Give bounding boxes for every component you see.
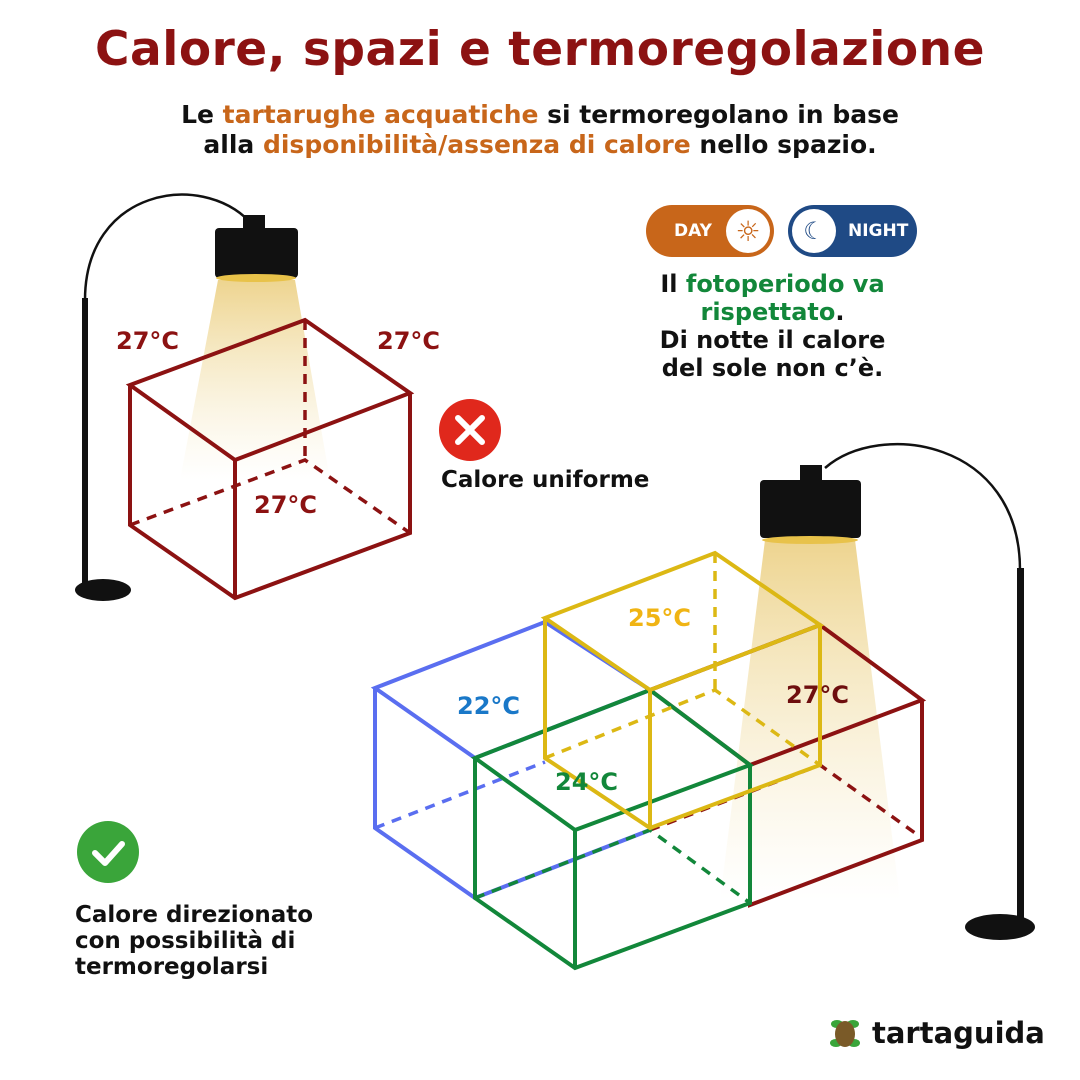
brand-name: tartaguida xyxy=(872,1016,1045,1050)
warm-zone-tank xyxy=(540,550,825,831)
note-highlight: fotoperiodo va rispettato xyxy=(685,270,885,326)
subtitle-text: si termoregolano in base xyxy=(538,100,899,129)
note-text: Di notte il calore del sole non c’è. xyxy=(659,326,886,382)
night-label: NIGHT xyxy=(848,221,909,241)
brand-logo: tartaguida xyxy=(828,1015,1045,1051)
directed-caption: Calore direzionato con possibilità di te… xyxy=(75,902,314,980)
temp-label: 24°C xyxy=(555,768,618,796)
temp-label: 22°C xyxy=(457,692,520,720)
turtle-icon xyxy=(830,1020,860,1047)
moon-icon: ☾ xyxy=(792,209,836,253)
lamp-right xyxy=(720,442,1035,940)
sun-icon: ☼ xyxy=(726,209,770,253)
subtitle-text: nello spazio. xyxy=(690,130,877,159)
check-circle-icon xyxy=(77,821,139,883)
photoperiod-note: Il fotoperiodo va rispettato. Di notte i… xyxy=(645,270,900,382)
subtitle-text: alla xyxy=(203,130,263,159)
temp-label: 27°C xyxy=(786,681,849,709)
note-text: . xyxy=(835,298,845,326)
page-title: Calore, spazi e termoregolazione xyxy=(95,22,985,77)
subtitle-highlight: disponibilità/assenza di calore xyxy=(262,130,691,159)
night-toggle[interactable]: ☾ NIGHT xyxy=(788,205,917,257)
subtitle-text: Le xyxy=(181,100,223,129)
lamp-left xyxy=(75,193,330,601)
temp-label: 25°C xyxy=(628,604,691,632)
day-toggle[interactable]: DAY ☼ xyxy=(646,205,774,257)
uniform-tank xyxy=(125,317,415,601)
x-circle-icon xyxy=(439,399,501,461)
uniform-caption: Calore uniforme xyxy=(441,467,650,493)
note-text: Il xyxy=(660,270,686,298)
day-label: DAY xyxy=(674,221,712,241)
subtitle-highlight: tartarughe acquatiche xyxy=(222,100,539,129)
temp-label: 27°C xyxy=(116,327,179,355)
subtitle: Le tartarughe acquatiche si termoregolan… xyxy=(0,100,1080,160)
temp-label: 27°C xyxy=(254,491,317,519)
temp-label: 27°C xyxy=(377,327,440,355)
